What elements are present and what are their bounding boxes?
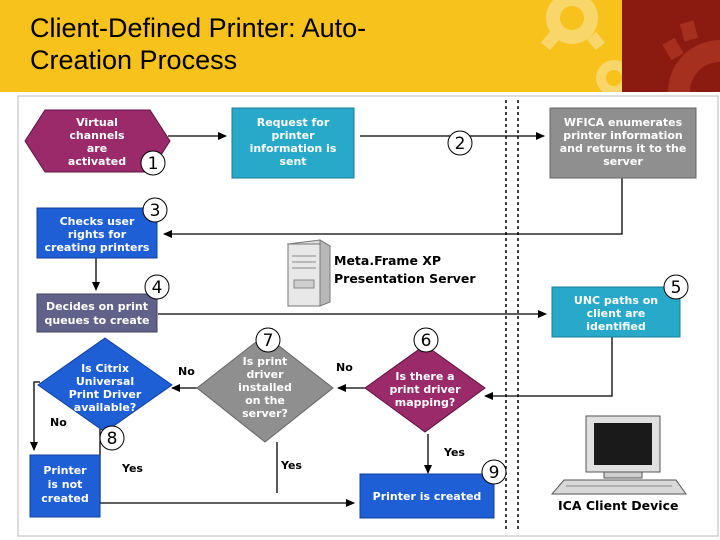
step-number: 6: [421, 331, 432, 351]
node-unc-paths: UNC paths on client are identified: [551, 286, 681, 338]
node-printer-not-created: Printer is not created: [29, 454, 101, 518]
node-text-4: sent: [279, 155, 306, 168]
node-text-3: are: [87, 142, 107, 155]
node-text-4: server: [603, 155, 643, 168]
node-request-info: Request for printer information is sent: [231, 107, 355, 179]
node-text-1: WFICA enumerates: [564, 116, 683, 129]
node-text-4: on the: [245, 394, 285, 407]
step-number: 9: [489, 463, 500, 483]
client-computer-icon: [550, 415, 687, 495]
node-text-2: print driver: [389, 383, 461, 396]
gear-icon: [662, 20, 720, 92]
node-text-4: activated: [68, 155, 126, 168]
node-text-1: Printer is created: [373, 490, 482, 503]
step-number: 1: [148, 154, 159, 174]
step-numbers: 1 2 3 4 5 6 7 8 9: [99, 130, 689, 485]
node-text-4: available?: [74, 401, 136, 414]
node-text-2: printer: [271, 129, 315, 142]
node-text-3: mapping?: [395, 396, 456, 409]
node-text-2: driver: [246, 368, 284, 381]
edge-label-yes: Yes: [443, 446, 465, 459]
edge-label-no: No: [50, 416, 67, 429]
title-line-2: Creation Process: [30, 45, 238, 75]
node-text-2: Universal: [76, 375, 134, 388]
node-text-3: and returns it to the: [560, 142, 687, 155]
edge-citrix-no-down: [30, 381, 40, 451]
step-number: 4: [152, 278, 163, 298]
node-driver-mapping: Is there a print driver mapping?: [364, 344, 486, 433]
step-number: 7: [263, 331, 274, 351]
gear-light-icon: [540, 0, 622, 92]
gear-logo: [622, 0, 720, 92]
node-citrix-driver: Is Citrix Universal Print Driver availab…: [37, 337, 173, 433]
node-virtual-channels: Virtual channels are activated: [24, 109, 171, 173]
node-text-1: UNC paths on: [574, 294, 658, 307]
node-text-1: Is print: [243, 355, 288, 368]
node-wfica: WFICA enumerates printer information and…: [549, 107, 697, 179]
node-text-5: server?: [242, 407, 288, 420]
server-label-line-1: Meta.Frame XP: [334, 253, 441, 268]
server-label-line-2: Presentation Server: [334, 271, 476, 286]
node-text-3: Print Driver: [69, 388, 142, 401]
edge-unc-to-mapping: [484, 337, 613, 400]
node-text-2: printer information: [563, 129, 683, 142]
edge-wfica-to-checks: [163, 178, 623, 238]
node-decides-queues: Decides on print queues to create: [36, 293, 158, 333]
title-banner: Client-Defined Printer: Auto- Creation P…: [0, 0, 720, 92]
node-text-1: Is there a: [395, 370, 454, 383]
node-driver-installed: Is print driver installed on the server?: [196, 334, 334, 443]
node-text-3: installed: [238, 381, 292, 394]
edge-label-no: No: [336, 361, 353, 374]
step-number: 5: [671, 278, 682, 298]
node-text-2: client are: [587, 307, 646, 320]
title-line-1: Client-Defined Printer: Auto-: [30, 13, 367, 43]
node-text-2: channels: [69, 129, 125, 142]
node-checks-rights: Checks user rights for creating printers: [36, 207, 158, 259]
node-text-1: Decides on print: [46, 300, 148, 313]
node-text-1: Virtual: [76, 116, 118, 129]
node-text-1: Request for: [257, 116, 330, 129]
node-text-2: is not: [48, 478, 83, 491]
page-title: Client-Defined Printer: Auto- Creation P…: [30, 12, 500, 76]
node-text-3: identified: [586, 320, 645, 333]
node-text-2: queues to create: [44, 314, 149, 327]
node-text-1: Printer: [43, 464, 87, 477]
edge-label-yes: Yes: [280, 459, 302, 472]
node-text-1: Checks user: [60, 215, 135, 228]
edge-label-no: No: [178, 365, 195, 378]
server-icon: [286, 239, 332, 307]
step-number: 8: [107, 429, 118, 449]
node-text-3: created: [41, 492, 88, 505]
node-printer-created: Printer is created: [359, 473, 495, 519]
client-device-label: ICA Client Device: [558, 498, 678, 513]
node-text-1: Is Citrix: [81, 362, 129, 375]
node-text-3: creating printers: [45, 241, 150, 254]
node-text-2: rights for: [68, 228, 127, 241]
step-number: 2: [455, 134, 466, 154]
step-number: 3: [150, 201, 161, 221]
node-text-3: information is: [250, 142, 337, 155]
edge-label-yes: Yes: [121, 462, 143, 475]
